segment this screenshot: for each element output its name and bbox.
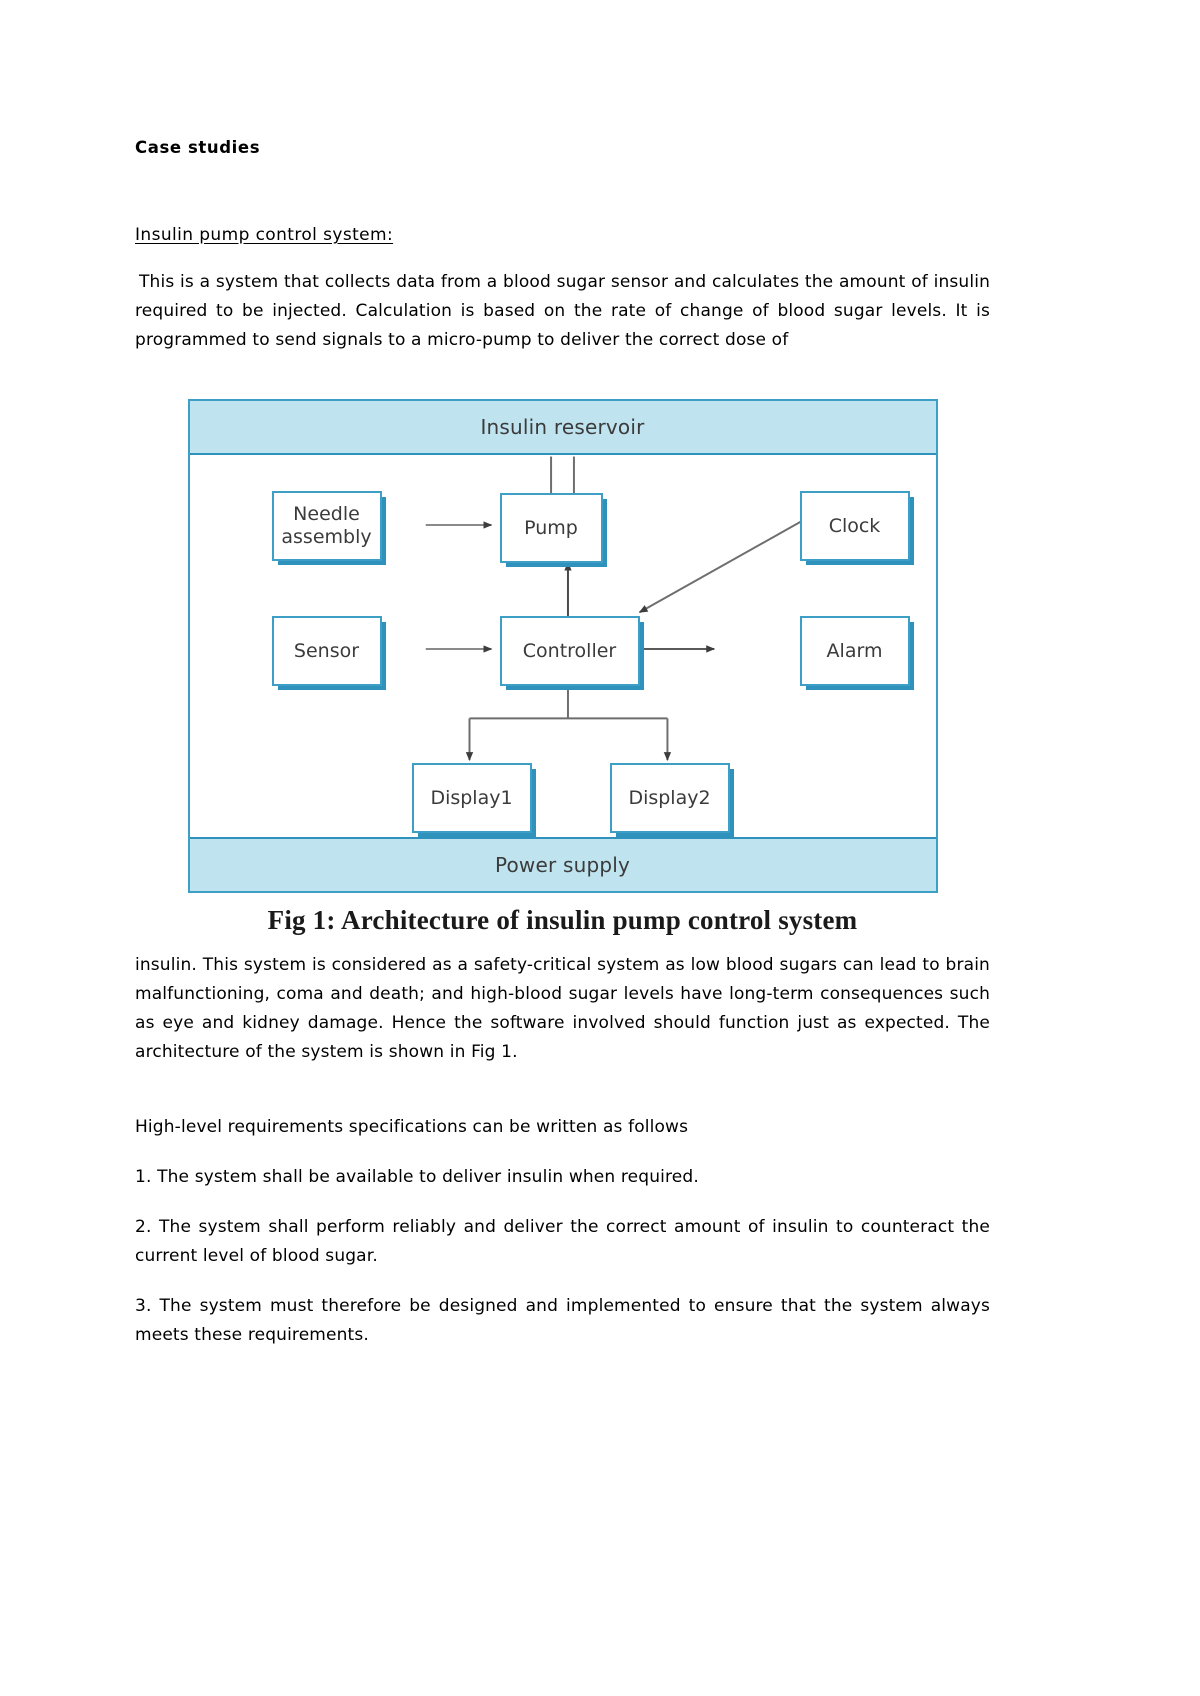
- node-sensor: Sensor: [271, 616, 382, 686]
- after-figure-paragraph: insulin. This system is considered as a …: [135, 955, 990, 1062]
- document-content: Case studies Insulin pump control system…: [135, 0, 990, 1350]
- figure-1: Insulin reservoir Power supply: [135, 355, 990, 936]
- node-pump: Pump: [499, 493, 603, 563]
- node-alarm: Alarm: [799, 616, 910, 686]
- node-clock: Clock: [799, 491, 910, 561]
- clock-label: Clock: [828, 514, 881, 537]
- requirements-intro: High-level requirements specifications c…: [135, 1117, 689, 1137]
- requirement-item-1: 1. The system shall be available to deli…: [135, 1167, 699, 1187]
- needle-assembly-label-line1: Needle: [293, 503, 360, 525]
- requirement-item-2: 2. The system shall perform reliably and…: [135, 1217, 990, 1266]
- power-supply-label: Power supply: [494, 853, 631, 877]
- insulin-reservoir-label: Insulin reservoir: [480, 415, 645, 439]
- display1-label: Display1: [430, 786, 513, 809]
- node-display1: Display1: [411, 763, 532, 833]
- page-title: Case studies: [135, 138, 261, 157]
- architecture-diagram: Insulin reservoir Power supply: [187, 399, 938, 893]
- pump-label: Pump: [524, 516, 578, 539]
- node-needle-assembly: Needle assembly: [271, 491, 382, 561]
- controller-label: Controller: [522, 639, 617, 662]
- requirement-item-3: 3. The system must therefore be designed…: [135, 1296, 990, 1345]
- display2-label: Display2: [628, 786, 711, 809]
- power-supply-band: Power supply: [189, 837, 936, 891]
- insulin-reservoir-band: Insulin reservoir: [189, 401, 936, 455]
- section-heading-insulin-pump: Insulin pump control system:: [135, 225, 394, 245]
- figure-caption: Fig 1: Architecture of insulin pump cont…: [267, 905, 858, 935]
- node-controller: Controller: [499, 616, 640, 686]
- node-display2: Display2: [609, 763, 730, 833]
- sensor-label: Sensor: [293, 639, 360, 662]
- needle-assembly-label-line2: assembly: [281, 526, 372, 548]
- alarm-label: Alarm: [826, 639, 883, 662]
- intro-paragraph: This is a system that collects data from…: [135, 272, 990, 350]
